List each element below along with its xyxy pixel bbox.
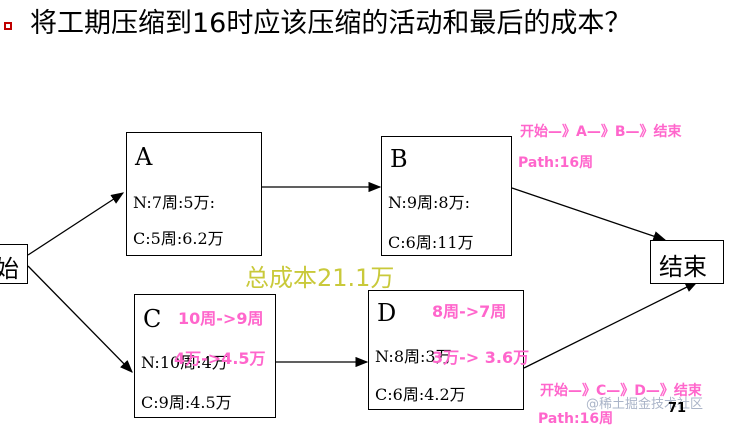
path1-route-annotation: 开始—》A—》B—》结束 xyxy=(520,124,682,140)
node-d-name: D xyxy=(377,299,397,327)
node-end-label: 结束 xyxy=(659,253,707,281)
node-b-crash: C:6周:11万 xyxy=(388,233,474,252)
node-a-crash: C:5周:6.2万 xyxy=(133,229,224,248)
node-c-crash: C:9周:4.5万 xyxy=(141,393,232,412)
edge-start-c xyxy=(27,265,133,373)
bullet-marker xyxy=(4,22,12,30)
path2-route-annotation: 开始—》C—》D—》结束 xyxy=(540,383,702,399)
node-a: A N:7周:5万: C:5周:6.2万 xyxy=(126,132,262,256)
page-number: 71 xyxy=(668,401,687,416)
node-start: 始 xyxy=(0,244,28,284)
d-duration-change-annotation: 8周->7周 xyxy=(432,302,507,321)
edge-d-end xyxy=(523,281,699,369)
node-c: C N:10周:4万 C:9周:4.5万 xyxy=(134,294,276,418)
edge-start-a xyxy=(27,192,125,256)
question-title: 将工期压缩到16时应该压缩的活动和最后的成本？ xyxy=(30,8,632,39)
node-b-name: B xyxy=(390,145,408,173)
node-end: 结束 xyxy=(650,240,724,284)
node-d: D N:8周:3万 C:6周:4.2万 xyxy=(368,290,524,410)
node-a-name: A xyxy=(135,143,153,171)
c-duration-change-annotation: 10周->9周 xyxy=(178,309,264,328)
node-b: B N:9周:8万: C:6周:11万 xyxy=(381,136,512,256)
node-d-crash: C:6周:4.2万 xyxy=(375,385,466,404)
path2-length-annotation: Path:16周 xyxy=(538,411,614,427)
edge-b-end xyxy=(511,187,667,242)
node-b-normal: N:9周:8万: xyxy=(388,193,470,212)
c-cost-change-annotation: 4万->4.5万 xyxy=(174,349,266,368)
d-cost-change-annotation: 3万-> 3.6万 xyxy=(432,348,530,367)
total-cost-annotation: 总成本21.1万 xyxy=(245,264,395,292)
path1-length-annotation: Path:16周 xyxy=(518,155,594,171)
node-d-normal: N:8周:3万 xyxy=(375,347,452,366)
node-start-label: 始 xyxy=(0,255,19,283)
watermark: @稀土掘金技术社区 xyxy=(586,397,704,412)
node-c-normal: N:10周:4万 xyxy=(141,353,228,372)
node-a-normal: N:7周:5万: xyxy=(133,193,215,212)
node-c-name: C xyxy=(143,305,162,333)
